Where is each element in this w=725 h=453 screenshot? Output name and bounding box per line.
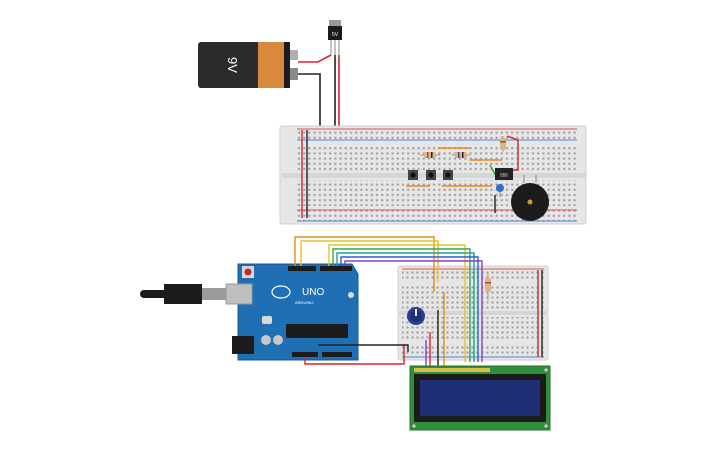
capacitor[interactable] <box>496 184 504 197</box>
resistor[interactable] <box>452 152 470 158</box>
piezo-buzzer[interactable] <box>511 175 549 221</box>
usb-cable <box>140 284 226 304</box>
arduino-brand: UNO <box>302 287 324 298</box>
arduino-uno-board[interactable]: UNO ARDUINO <box>225 263 359 361</box>
resistor[interactable] <box>485 274 491 300</box>
ic-555-label: 555 <box>500 173 508 178</box>
arduino-sub: ARDUINO <box>295 300 313 305</box>
lcd-16x2[interactable] <box>409 365 551 431</box>
resistor[interactable] <box>500 136 506 152</box>
resistor[interactable] <box>420 152 440 158</box>
push-button[interactable] <box>408 170 418 180</box>
battery-label: 9V <box>225 57 240 73</box>
push-button[interactable] <box>443 170 453 180</box>
potentiometer[interactable] <box>407 307 425 325</box>
breadboard-small[interactable] <box>397 265 549 361</box>
lcd-signal-wires <box>294 236 483 366</box>
ic-555[interactable]: 555 <box>495 168 513 180</box>
voltage-regulator[interactable]: 5V <box>328 20 342 55</box>
battery-9v[interactable]: 9V <box>198 42 298 88</box>
regulator-label: 5V <box>332 32 339 38</box>
push-button[interactable] <box>426 170 436 180</box>
power-wires <box>298 54 345 134</box>
breadboard-top-components: 555 <box>301 130 549 221</box>
